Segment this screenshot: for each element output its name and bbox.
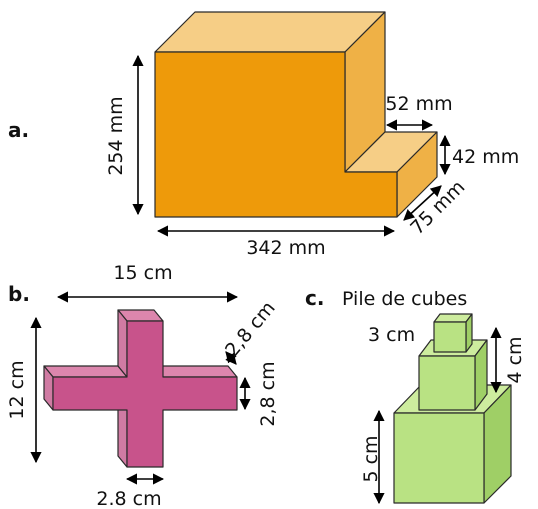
depth-arrow-a bbox=[403, 185, 442, 221]
l-block-front-face bbox=[154, 51, 398, 218]
height-label-a: 254 mm bbox=[105, 96, 127, 175]
l-block-solid bbox=[154, 11, 438, 218]
cross-left-arm-top-face bbox=[43, 365, 128, 378]
step-width-label-a: 52 mm bbox=[385, 93, 452, 115]
cross-front-face bbox=[52, 320, 238, 468]
cube-stack bbox=[393, 313, 512, 504]
arm-width-label-b: 2.8 cm bbox=[96, 488, 161, 509]
cross-top-arm-side-face bbox=[117, 309, 128, 378]
arm-height-label-b: 2,8 cm bbox=[257, 361, 279, 426]
height-label-b: 12 cm bbox=[6, 360, 28, 419]
large-cube-label: 5 cm bbox=[360, 435, 382, 482]
arm-depth-arrow-b bbox=[225, 351, 237, 365]
small-cube-front-face bbox=[433, 321, 467, 353]
part-a-letter: a. bbox=[8, 118, 29, 142]
stack-title: Pile de cubes bbox=[342, 288, 467, 310]
small-cube-label: 3 cm bbox=[368, 324, 415, 346]
large-cube-front-face bbox=[393, 412, 485, 504]
medium-cube-front-face bbox=[418, 355, 476, 411]
width-label-b: 15 cm bbox=[113, 262, 172, 284]
cross-solid bbox=[43, 309, 238, 468]
medium-cube-label: 4 cm bbox=[504, 336, 526, 383]
arm-depth-label-b: 2,8 cm bbox=[221, 297, 280, 361]
cross-right-arm-top-face bbox=[153, 365, 238, 378]
part-b-letter: b. bbox=[8, 282, 30, 306]
step-height-label-a: 42 mm bbox=[452, 146, 519, 168]
part-c-letter: c. bbox=[305, 286, 324, 310]
width-label-a: 342 mm bbox=[246, 237, 325, 259]
